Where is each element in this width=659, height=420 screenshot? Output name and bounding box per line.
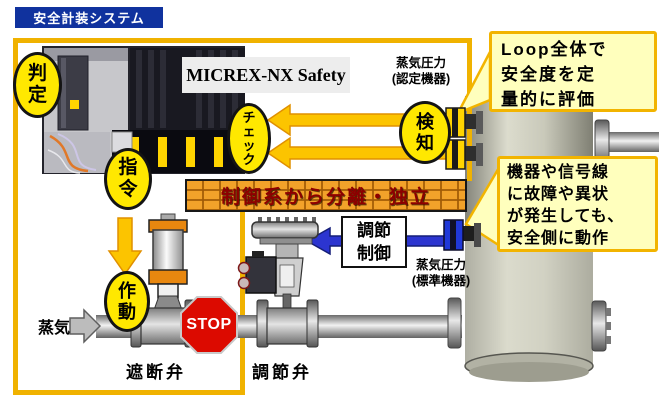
command-to-actuate-arrow <box>107 217 143 276</box>
steam-flow-arrow <box>69 308 102 344</box>
label-steam: 蒸気 <box>38 320 71 337</box>
control-valve <box>237 217 319 348</box>
label-shutoff-valve: 遮断弁 <box>126 363 186 382</box>
stop-sign <box>180 296 238 354</box>
step-command: 指 令 <box>104 148 152 210</box>
positioner <box>245 256 277 294</box>
label-standard-transmitter: 蒸気圧力 (標準機器) <box>411 258 471 288</box>
stop-sign-text: STOP <box>186 316 232 333</box>
control-loop-box: 調節 制御 <box>341 216 407 268</box>
label-certified-transmitter: 蒸気圧力 (認定機器) <box>391 56 451 86</box>
page-title-banner: 安全計装システム <box>15 7 163 28</box>
pressure-transmitter-certified-1 <box>445 107 483 138</box>
callout-loop-evaluation: Loop全体で 安全度を定 量的に評価 <box>489 31 657 112</box>
pressure-transmitter-standard <box>443 219 481 251</box>
label-control-valve: 調節弁 <box>252 363 312 382</box>
isolation-wall-bar: 制御系から分離・独立 <box>185 179 467 212</box>
step-detect: 検 知 <box>399 101 451 164</box>
product-label: MICREX-NX Safety <box>182 57 350 93</box>
callout-fail-safe: 機器や信号線 に故障や異状 が発生しても、 安全側に動作 <box>497 156 658 252</box>
step-judge: 判 定 <box>13 52 62 118</box>
pressure-transmitter-certified-2 <box>445 139 483 170</box>
bottom-nozzle <box>591 300 607 352</box>
outlet-pipe <box>604 132 659 152</box>
step-check: チ ェ ッ ク <box>227 103 271 174</box>
step-actuate: 作 動 <box>104 271 150 332</box>
